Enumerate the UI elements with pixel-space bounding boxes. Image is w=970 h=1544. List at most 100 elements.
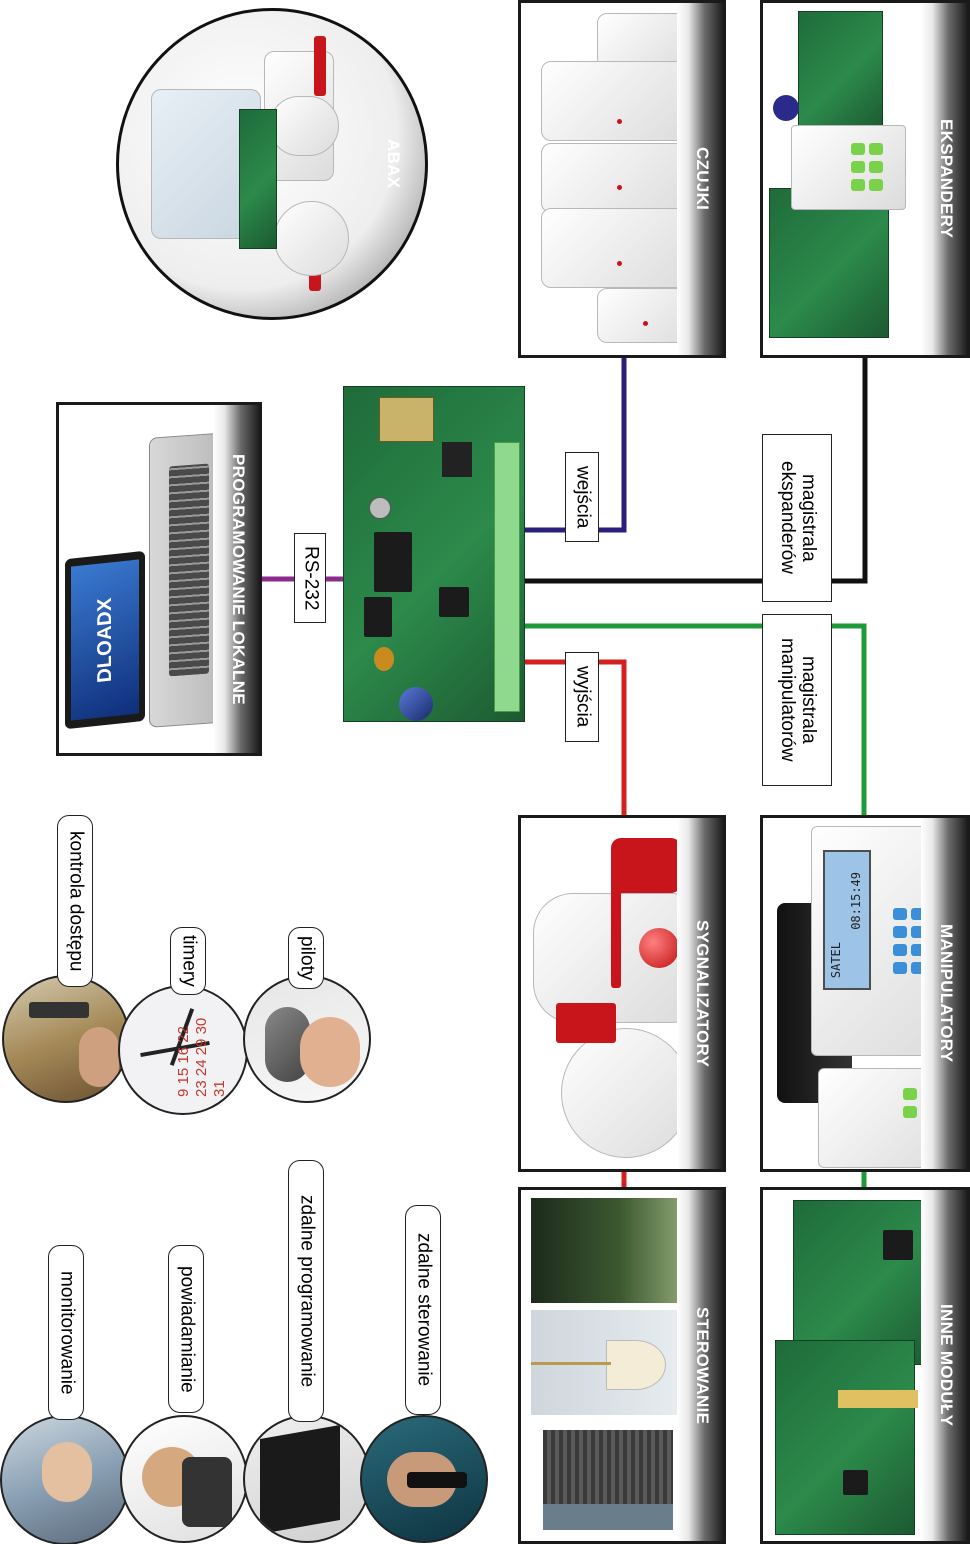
siren-1-red xyxy=(611,838,681,893)
feature-piloty-label: piloty xyxy=(288,927,324,989)
feature-powiadamianie-circle[interactable] xyxy=(120,1415,248,1543)
key xyxy=(893,962,907,974)
feature-zdalne-sterowanie-circle[interactable] xyxy=(360,1415,488,1543)
expander-pcb-1 xyxy=(798,11,883,131)
ekspandery-panel[interactable]: EKSPANDERY xyxy=(760,0,970,358)
module-terminal xyxy=(838,1390,918,1408)
feature-kontrola-label: kontrola dostępu xyxy=(57,815,93,987)
inne-panel[interactable]: INNE MODUŁY xyxy=(760,1187,970,1544)
sygnalizatory-label: SYGNALIZATORY xyxy=(693,919,712,1068)
magistrala-ekspanderow-line xyxy=(525,358,868,584)
czujki-label: CZUJKI xyxy=(693,147,712,211)
key xyxy=(851,143,865,155)
abax-circle[interactable]: ABAX xyxy=(116,8,428,320)
module-pcb-2 xyxy=(775,1340,915,1535)
cpu-chip xyxy=(374,532,412,592)
sim-holder xyxy=(442,442,472,477)
module-chip xyxy=(883,1230,913,1260)
photo-garden xyxy=(531,1198,681,1303)
gsm-module xyxy=(379,397,434,442)
abax-smoke-detector xyxy=(274,201,349,276)
detector-led xyxy=(617,261,622,266)
key xyxy=(893,908,907,920)
magistrala-ekspanderow-label: magistrala ekspanderów xyxy=(762,434,832,602)
module-pcb-1 xyxy=(793,1200,933,1365)
keypad-display-text: 08:15:49 xyxy=(849,872,863,930)
feature-zdalne-programowanie-circle[interactable] xyxy=(243,1415,371,1543)
rs232-label: RS-232 xyxy=(294,533,326,623)
key xyxy=(893,944,907,956)
key xyxy=(903,1088,917,1100)
detector-led xyxy=(643,321,648,326)
inne-label: INNE MODUŁY xyxy=(937,1304,956,1427)
sterowanie-label: STEROWANIE xyxy=(693,1306,712,1425)
programowanie-panel[interactable]: DLOADX PROGRAMOWANIE LOKALNE xyxy=(56,402,262,756)
czujki-detector-4 xyxy=(541,208,691,288)
manipulatory-panel[interactable]: SATEL 08:15:49 MANIPULATORY xyxy=(760,815,970,1172)
key xyxy=(851,179,865,191)
feature-piloty-circle[interactable] xyxy=(243,975,371,1103)
manipulatory-label: MANIPULATORY xyxy=(937,924,956,1063)
expander-capacitor xyxy=(773,95,799,121)
feature-timery-label: timery xyxy=(170,927,206,995)
feature-zdalne-programowanie-label: zdalne programowanie xyxy=(288,1160,324,1422)
small-chip xyxy=(439,587,469,617)
czujki-band xyxy=(677,3,723,355)
siren-2-red xyxy=(556,1003,616,1043)
expander-pcb-2 xyxy=(769,188,889,338)
abax-pcb xyxy=(239,109,277,249)
feature-powiadamianie-label: powiadamianie xyxy=(168,1245,204,1413)
photo-blinds xyxy=(531,1422,681,1537)
czujki-panel[interactable]: CZUJKI xyxy=(518,0,726,358)
feature-kontrola-circle[interactable] xyxy=(2,975,130,1103)
expander-keypad xyxy=(791,125,906,210)
sterowanie-band xyxy=(677,1190,723,1541)
feature-monitorowanie-circle[interactable] xyxy=(0,1415,130,1544)
terminal-strip xyxy=(494,442,520,712)
coil xyxy=(374,647,394,671)
inne-band xyxy=(921,1190,967,1541)
detector-led xyxy=(617,119,622,124)
feature-zdalne-sterowanie-label: zdalne sterowanie xyxy=(405,1205,441,1415)
feature-timery-circle[interactable]: 9 15 16 22 23 24 29 30 31 xyxy=(118,985,248,1115)
ekspandery-label: EKSPANDERY xyxy=(937,119,956,239)
manipulatory-band xyxy=(921,818,967,1169)
czujki-detector-2 xyxy=(541,61,691,141)
memory-chip xyxy=(364,597,392,637)
laptop-screen-text: DLOADX xyxy=(93,596,116,684)
calendar-numbers: 9 15 16 22 23 24 29 30 31 xyxy=(175,1017,228,1097)
keypad-display: SATEL 08:15:49 xyxy=(823,850,871,990)
czujki-detector-3 xyxy=(541,143,691,213)
photo-lamp xyxy=(531,1310,681,1415)
sygnalizatory-panel[interactable]: SYGNALIZATORY xyxy=(518,815,726,1172)
feature-monitorowanie-label: monitorowanie xyxy=(48,1245,84,1420)
programowanie-band xyxy=(213,405,259,753)
siren-lamp xyxy=(639,928,679,968)
key xyxy=(903,1106,917,1118)
key xyxy=(869,143,883,155)
wejscia-label: wejścia xyxy=(565,452,599,542)
detector-led xyxy=(617,185,622,190)
abax-label: ABAX xyxy=(384,139,403,189)
siren-2 xyxy=(561,1028,691,1158)
ekspandery-band xyxy=(921,3,967,355)
keypad-display-text: SATEL xyxy=(829,942,843,979)
abax-socket xyxy=(269,96,339,156)
wyjscia-label: wyjścia xyxy=(565,652,599,742)
control-panel-pcb[interactable] xyxy=(343,386,525,722)
key xyxy=(893,926,907,938)
sterowanie-panel[interactable]: STEROWANIE xyxy=(518,1187,726,1544)
capacitor xyxy=(399,687,433,721)
key xyxy=(869,179,883,191)
sygnalizatory-band xyxy=(677,818,723,1169)
module-chip xyxy=(843,1470,868,1495)
laptop-icon xyxy=(260,1424,340,1535)
key xyxy=(851,161,865,173)
siren-1-red xyxy=(611,878,621,988)
laptop-keyboard xyxy=(169,463,209,677)
wejscia-line xyxy=(525,358,627,533)
phone-icon xyxy=(407,1472,467,1488)
abax-red-trim xyxy=(314,36,326,96)
key xyxy=(869,161,883,173)
programowanie-label: PROGRAMOWANIE LOKALNE xyxy=(229,453,248,705)
